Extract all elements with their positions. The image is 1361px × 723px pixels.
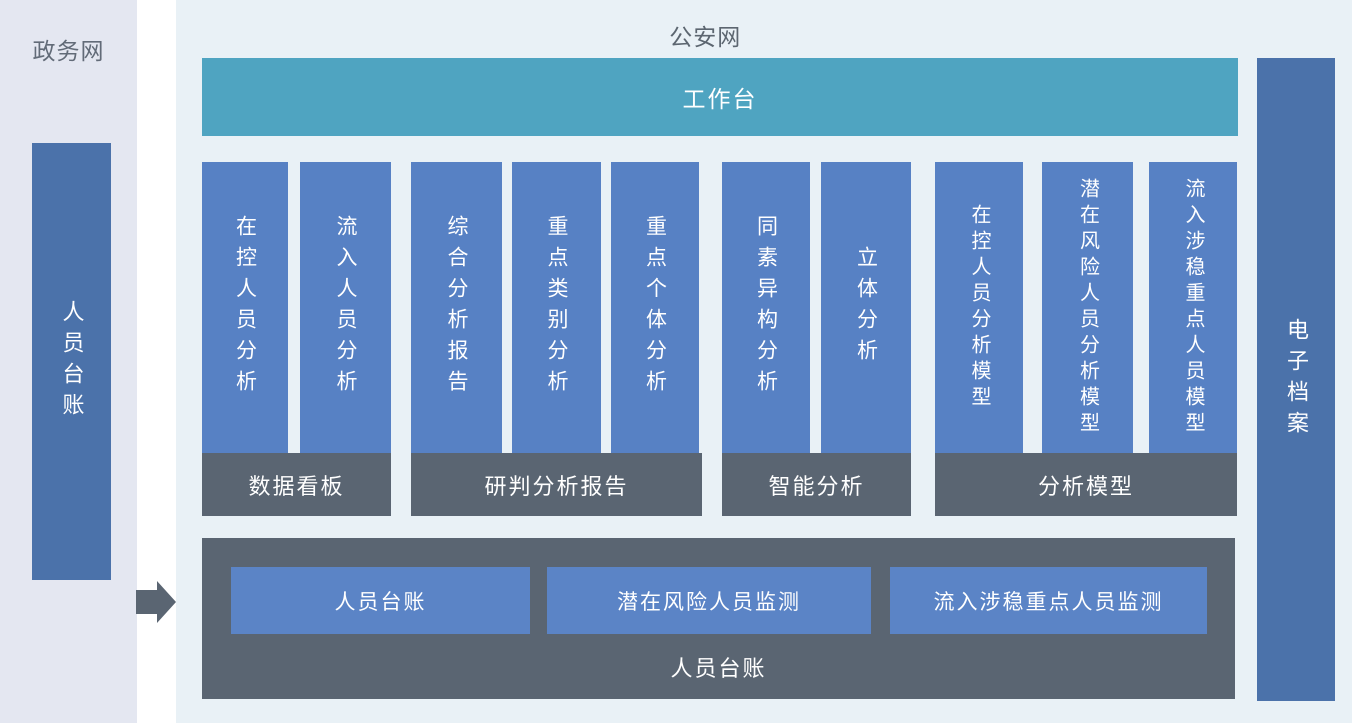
bar-label: 流入人员分析 bbox=[334, 214, 357, 401]
footer-intelligent-analysis: 智能分析 bbox=[722, 453, 911, 516]
gov-network-panel: 政务网 人员台账 bbox=[0, 0, 137, 723]
bar-comprehensive-analysis-report: 综合分析报告 bbox=[411, 162, 502, 453]
button-label: 流入涉稳重点人员监测 bbox=[933, 590, 1164, 614]
personnel-ledger-panel-label: 人员台账 bbox=[670, 656, 767, 681]
bar-key-category-analysis: 重点类别分析 bbox=[512, 162, 601, 453]
bar-label: 重点类别分析 bbox=[545, 214, 568, 401]
electronic-archive-bar: 电子档案 bbox=[1257, 58, 1335, 701]
security-network-title: 公安网 bbox=[669, 24, 742, 50]
flow-right-arrow-icon bbox=[136, 581, 176, 623]
footer-label: 分析模型 bbox=[1037, 473, 1134, 499]
bar-label: 在控人员分析模型 bbox=[968, 203, 990, 412]
bar-potential-risk-personnel-analysis-model: 潜在风险人员分析模型 bbox=[1042, 162, 1133, 453]
footer-analysis-report: 研判分析报告 bbox=[411, 453, 702, 516]
button-potential-risk-personnel-monitoring: 潜在风险人员监测 bbox=[547, 567, 871, 634]
bar-label: 同素异构分析 bbox=[754, 214, 778, 401]
bar-controlled-personnel-analysis-model: 在控人员分析模型 bbox=[935, 162, 1023, 453]
bar-label: 流入涉稳重点人员模型 bbox=[1182, 177, 1204, 438]
personnel-ledger-source-label: 人员台账 bbox=[59, 299, 85, 424]
bar-inflow-key-personnel-model: 流入涉稳重点人员模型 bbox=[1149, 162, 1237, 453]
bar-inflow-personnel-analysis: 流入人员分析 bbox=[300, 162, 391, 453]
workbench-label: 工作台 bbox=[682, 86, 758, 112]
workbench-bar: 工作台 bbox=[202, 58, 1238, 136]
bar-label: 重点个体分析 bbox=[643, 214, 667, 401]
button-label: 人员台账 bbox=[334, 590, 427, 614]
gov-network-title: 政务网 bbox=[32, 38, 105, 64]
footer-label: 数据看板 bbox=[248, 473, 345, 499]
footer-label: 研判分析报告 bbox=[484, 473, 629, 499]
personnel-ledger-panel: 人员台账 潜在风险人员监测 流入涉稳重点人员监测 人员台账 bbox=[202, 538, 1235, 699]
bar-isomer-analysis: 同素异构分析 bbox=[722, 162, 810, 453]
security-network-panel: 公安网 工作台 在控人员分析 流入人员分析 数据看板 综合分析报告 重点类别分析… bbox=[176, 0, 1352, 723]
footer-analysis-model: 分析模型 bbox=[935, 453, 1237, 516]
bar-key-individual-analysis: 重点个体分析 bbox=[611, 162, 699, 453]
electronic-archive-label: 电子档案 bbox=[1284, 317, 1309, 442]
bar-controlled-personnel-analysis: 在控人员分析 bbox=[202, 162, 288, 453]
bar-label: 综合分析报告 bbox=[445, 214, 468, 401]
bar-label: 在控人员分析 bbox=[233, 214, 257, 401]
footer-data-dashboard: 数据看板 bbox=[202, 453, 391, 516]
button-personnel-ledger: 人员台账 bbox=[231, 567, 530, 634]
bar-label: 立体分析 bbox=[854, 245, 878, 370]
bar-stereo-analysis: 立体分析 bbox=[821, 162, 911, 453]
button-label: 潜在风险人员监测 bbox=[617, 590, 801, 614]
bar-label: 潜在风险人员分析模型 bbox=[1076, 177, 1099, 438]
button-inflow-key-personnel-monitoring: 流入涉稳重点人员监测 bbox=[890, 567, 1207, 634]
personnel-ledger-source-bar: 人员台账 bbox=[32, 143, 111, 580]
footer-label: 智能分析 bbox=[768, 473, 865, 499]
